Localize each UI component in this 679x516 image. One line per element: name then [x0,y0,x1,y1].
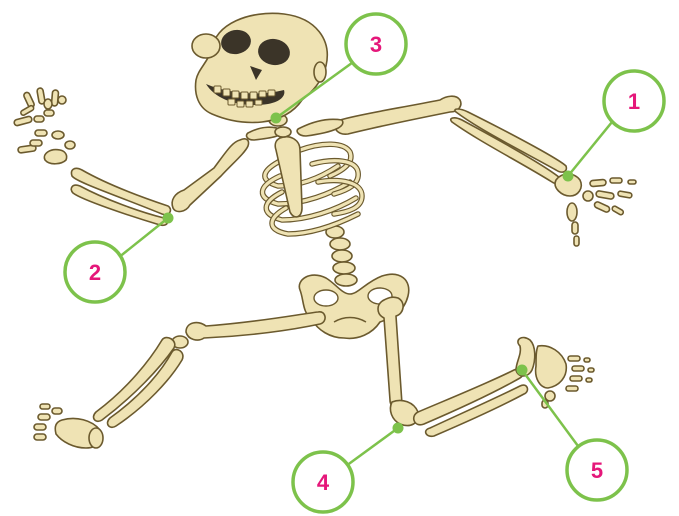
callout-1: 1 [563,71,665,182]
callout-4: 4 [293,423,404,513]
callout-4-number: 4 [317,470,330,495]
callout-1-number: 1 [628,89,640,114]
skull [192,13,327,122]
callout-2: 2 [65,213,174,303]
callout-1-leader-line [568,122,612,176]
spine [326,226,357,286]
callout-1-marker-dot [563,171,574,182]
skeleton-icon [14,13,636,448]
callout-2-leader-line [118,218,168,258]
callout-4-marker-dot [393,423,404,434]
callout-3-number: 3 [370,32,382,57]
right-leg [378,297,594,436]
callout-5-marker-dot [517,365,528,376]
callout-3-marker-dot [271,113,282,124]
left-leg [34,312,325,448]
callout-2-number: 2 [89,260,101,285]
callout-2-marker-dot [163,213,174,224]
callout-5: 5 [517,365,628,501]
callout-5-number: 5 [591,458,603,483]
ribcage [247,119,362,234]
callout-4-leader-line [346,428,398,466]
right-arm [335,96,636,246]
